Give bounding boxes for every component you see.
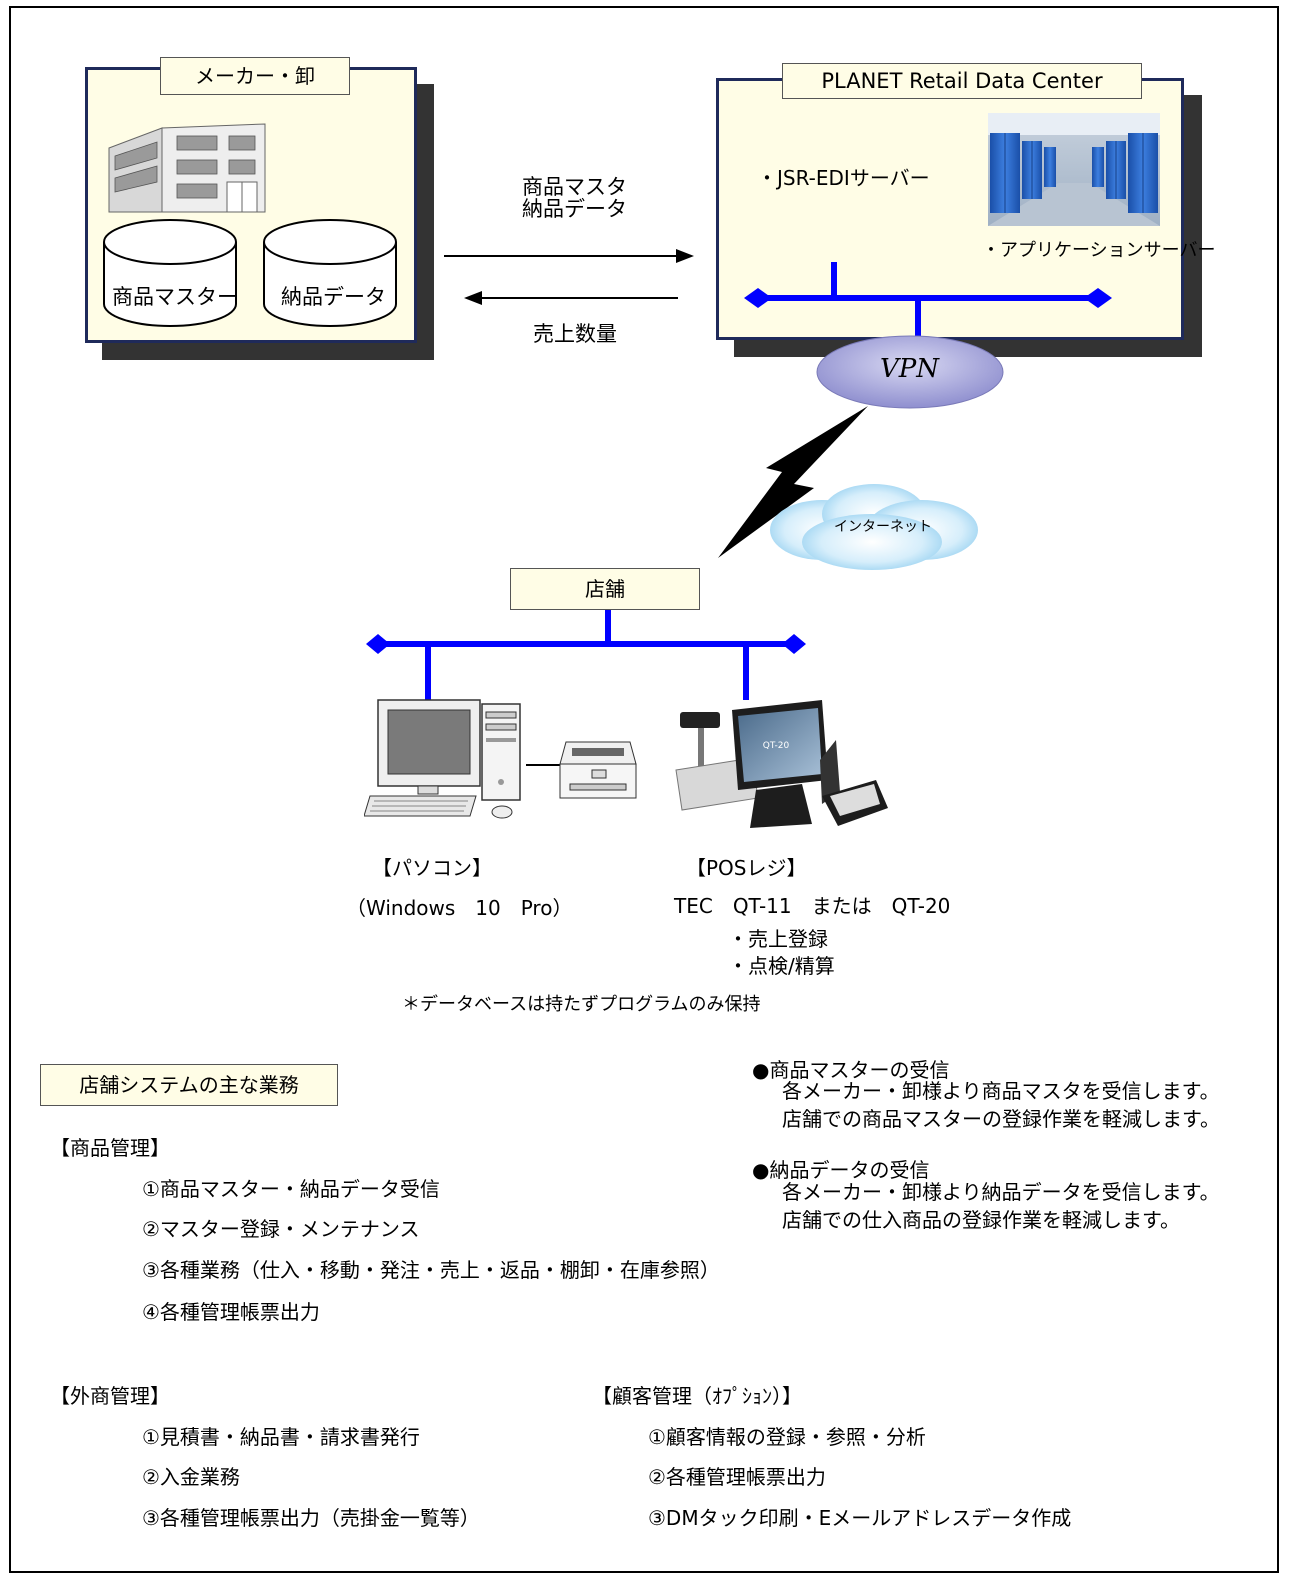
note-master-line: 各メーカー・卸様より商品マスタを受信します。 [782, 1079, 1220, 1103]
outside-sales-item: ①見積書・納品書・請求書発行 [142, 1425, 420, 1449]
page-frame [9, 6, 1279, 1573]
product-master-db-icon [103, 219, 237, 327]
server-room-image [988, 113, 1160, 226]
customer-mgmt-title: 【顧客管理（ｵﾌﾟｼｮﾝ）】 [592, 1384, 802, 1408]
pc-os-label: （Windows 10 Pro） [346, 896, 573, 920]
pos-function-sales: ・売上登録 [728, 927, 828, 951]
vpn-node [816, 335, 1004, 409]
lightning-bolt-icon [718, 406, 868, 558]
application-server-label: ・アプリケーションサーバー [982, 240, 1216, 261]
store-network-bus [366, 610, 806, 704]
store-title: 店舗 [510, 568, 700, 610]
jsr-edi-server-label: ・JSR-EDIサーバー [757, 166, 930, 190]
product-mgmt-item: ②マスター登録・メンテナンス [142, 1217, 420, 1241]
note-master-line: 店舗での商品マスターの登録作業を軽減します。 [782, 1107, 1220, 1131]
flow-label-sales-qty: 売上数量 [533, 322, 617, 346]
pos-function-check: ・点検/精算 [728, 954, 835, 978]
product-master-db-label: 商品マスター [112, 285, 238, 309]
pc-label: 【パソコン】 [372, 856, 492, 880]
internet-cloud-icon [770, 484, 978, 570]
product-mgmt-item: ①商品マスター・納品データ受信 [142, 1177, 440, 1201]
note-delivery-title: ●納品データの受信 [752, 1158, 930, 1182]
maker-title: メーカー・卸 [160, 57, 350, 95]
outside-sales-item: ②入金業務 [142, 1465, 240, 1489]
pos-register-image: QT-20 [675, 700, 888, 828]
pos-model-label: TEC QT-11 または QT-20 [674, 894, 951, 918]
product-mgmt-item: ③各種業務（仕入・移動・発注・売上・返品・棚卸・在庫参照） [142, 1258, 720, 1282]
note-delivery-line: 店舗での仕入商品の登録作業を軽減します。 [782, 1208, 1180, 1232]
svg-text:QT-20: QT-20 [763, 741, 790, 751]
product-mgmt-item: ④各種管理帳票出力 [142, 1300, 320, 1324]
vpn-label: VPN [880, 354, 940, 384]
note-delivery-line: 各メーカー・卸様より納品データを受信します。 [782, 1180, 1220, 1204]
product-mgmt-title: 【商品管理】 [50, 1136, 170, 1160]
desktop-pc-icon [364, 699, 521, 819]
flow-label-delivery-data: 納品データ [522, 197, 627, 221]
customer-mgmt-item: ③DMタック印刷・Eメールアドレスデータ作成 [648, 1506, 1072, 1530]
tasks-header: 店舗システムの主な業務 [40, 1064, 338, 1106]
office-building-icon [108, 123, 266, 213]
flow-label-product-master: 商品マスタ [522, 175, 627, 199]
customer-mgmt-item: ①顧客情報の登録・参照・分析 [648, 1425, 926, 1449]
arrow-to-maker [464, 291, 678, 305]
customer-mgmt-item: ②各種管理帳票出力 [648, 1465, 826, 1489]
arrow-to-datacenter [444, 249, 694, 263]
outside-sales-item: ③各種管理帳票出力（売掛金一覧等） [142, 1506, 480, 1530]
delivery-data-db-icon [263, 219, 397, 327]
internet-label: インターネット [834, 519, 932, 535]
printer-icon [559, 741, 637, 799]
outside-sales-title: 【外商管理】 [50, 1384, 170, 1408]
datacenter-title: PLANET Retail Data Center [782, 63, 1142, 99]
delivery-data-db-label: 納品データ [281, 285, 386, 309]
pos-label: 【POSレジ】 [686, 856, 807, 880]
store-db-note: ＊データベースは持たずプログラムのみ保持 [402, 994, 761, 1015]
datacenter-network-bus [744, 262, 1112, 338]
pc-printer-link [526, 764, 560, 766]
note-master-title: ●商品マスターの受信 [752, 1058, 950, 1082]
